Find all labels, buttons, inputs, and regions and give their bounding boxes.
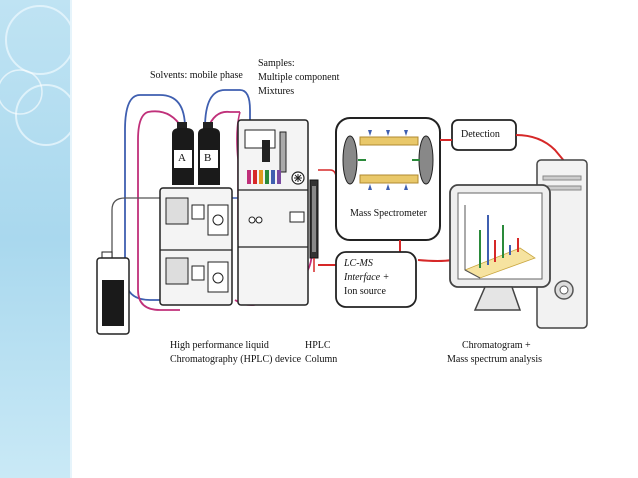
mass-spectrometer-label: Mass Spectrometer [350,208,427,219]
bottle-a-label: A [178,152,186,164]
sidebar-circles [0,5,70,146]
sidebar-edge [70,0,72,478]
sample-vials [247,170,281,184]
bottle-b-label: B [204,152,212,164]
hplc-column-graphic [309,179,319,259]
detection-label: Detection [461,129,500,140]
solvent-bottle-a [172,122,194,185]
hplc-column-label-line2: Column [305,354,338,365]
slide-sidebar-decoration [0,0,70,478]
analysis-label-line1: Chromatogram + [462,340,531,351]
hplc-device-label-line1: High performance liquid [170,340,269,351]
samples-label-line3: Mixtures [258,86,295,97]
samples-label-line1: Samples: [258,58,295,69]
solvent-tube-pink [137,110,183,311]
solvent-bottle-b [198,122,220,185]
hplc-device-label-line2: Chromatography (HPLC) device [170,354,302,365]
chromatogram-plot [464,205,536,279]
waste-container [96,251,130,335]
lcms-label-line2: Interface + [344,272,390,283]
lcms-label-line3: Ion source [344,286,386,297]
solvent-tube-blue [124,94,186,301]
hplc-column-label-line1: HPLC [305,340,331,351]
lcms-label-line1: LC-MS [344,258,373,269]
lcms-interface-box [335,251,417,308]
hplc-autosampler-cabinet [237,119,309,306]
analysis-label-line2: Mass spectrum analysis [447,354,542,365]
samples-label-line2: Multiple component [258,72,340,83]
solvents-label: Solvents: mobile phase [150,70,243,81]
